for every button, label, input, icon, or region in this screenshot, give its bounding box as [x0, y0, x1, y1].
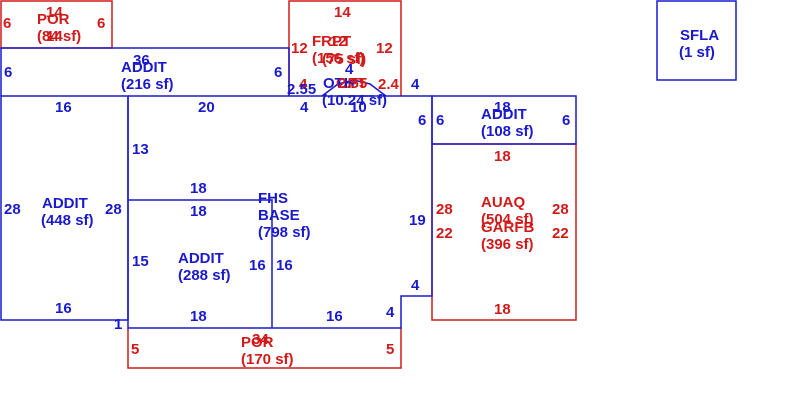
dim-por-bottom-right: 5 [386, 341, 394, 358]
fhs-base-label: FHS [258, 190, 288, 207]
dim-frpt-top: 14 [334, 4, 351, 21]
dim-por-bottom-left: 5 [131, 341, 139, 358]
dim-opt-a: 4 [299, 76, 308, 93]
addit-left-label: ADDIT [42, 195, 88, 212]
dim-frpt-inner: 12 [330, 33, 347, 50]
dim-auaq-left: 28 [436, 201, 453, 218]
dim-por-top-width: 14 [46, 4, 63, 21]
dim-auaq-bottom: 18 [494, 301, 511, 318]
addit-mid-label: ADDIT [178, 250, 224, 267]
auaq-area: (504 sf) [481, 211, 534, 228]
por-bottom-label: POR [241, 334, 274, 351]
dim-right-inner: 6 [436, 112, 444, 129]
addit-left-area: (448 sf) [41, 212, 94, 229]
dim-left-bottom: 16 [55, 300, 72, 317]
addit-right-outline [431, 95, 577, 145]
opt-label: OPT [336, 75, 367, 92]
addit-top-label: ADDIT [121, 59, 167, 76]
dim-frpt-right: 12 [376, 40, 393, 57]
dim-por-top-right: 6 [97, 15, 105, 32]
dim-frpt-left: 12 [291, 40, 308, 57]
fhs-base-label2: BASE [258, 207, 300, 224]
addit-top-area: (216 sf) [121, 76, 174, 93]
dim-base-4: 4 [411, 277, 420, 294]
dim-base-18b: 18 [190, 203, 207, 220]
dim-base-19: 19 [409, 212, 426, 229]
sfla-area: (1 sf) [679, 44, 715, 61]
dim-addit-top-right: 6 [274, 64, 282, 81]
dim-base-13: 13 [132, 141, 149, 158]
dim-right-left: 6 [418, 112, 426, 129]
dim-por-top-inner: 14 [46, 28, 63, 45]
dim-opt-b: 4 [345, 61, 354, 78]
dim-base-18a: 18 [190, 180, 207, 197]
oth-label: OTH [323, 75, 355, 92]
garfb-label: GARFB [481, 219, 534, 236]
fhs-base-area: (798 sf) [258, 224, 311, 241]
sfla-outline [656, 0, 737, 81]
dim-left-side: 28 [4, 201, 21, 218]
addit-top-outline [0, 47, 290, 96]
addit-right-label: ADDIT [481, 106, 527, 123]
dim-mid-16a: 16 [249, 257, 266, 274]
por-bottom-outline [127, 328, 402, 369]
dim-left-inner: 28 [105, 201, 122, 218]
dim-addit-top-width: 36 [133, 52, 150, 69]
dim-base-top: 20 [198, 99, 215, 116]
dim-base-1: 1 [114, 316, 122, 333]
dim-oth-c: 10 [350, 99, 367, 116]
dim-oth-d: 4 [300, 99, 309, 116]
por-bottom-area: (170 sf) [241, 351, 294, 368]
dim-garfb-right: 22 [552, 225, 569, 242]
dim-garfb-left: 22 [436, 225, 453, 242]
sfla-label: SFLA [680, 27, 719, 44]
dim-oth-a: 2.55 [287, 81, 316, 98]
dim-left-top: 16 [55, 99, 72, 116]
por-top-area: (84 sf) [37, 28, 81, 45]
dim-addit-top-left: 6 [4, 64, 12, 81]
dim-right-bottom: 18 [494, 148, 511, 165]
dim-opt-c: 4 [411, 76, 420, 93]
dim-base-16: 16 [326, 308, 343, 325]
dim-auaq-right: 28 [552, 201, 569, 218]
por-top-label: POR [37, 11, 70, 28]
addit-mid-area: (288 sf) [178, 267, 231, 284]
dim-right-top: 18 [494, 99, 511, 116]
frpt-label: FRPT [312, 33, 351, 50]
dim-base-4b: 4 [386, 304, 395, 321]
garfb-area: (396 sf) [481, 236, 534, 253]
dim-por-top-left: 6 [3, 15, 11, 32]
opt-area: (75 sf) [322, 51, 366, 68]
dim-mid-18: 18 [190, 308, 207, 325]
dim-right-right: 6 [562, 112, 570, 129]
dim-mid-16b: 16 [276, 257, 293, 274]
oth-area: (10.24 sf) [322, 92, 387, 109]
addit-right-area: (108 sf) [481, 123, 534, 140]
opt-arc [321, 79, 387, 97]
dim-opt-d: 2.4 [378, 76, 400, 93]
dim-por-bottom-width: 34 [252, 331, 269, 348]
dim-oth-b: 2.55 [338, 75, 367, 92]
addit-mid-outline [128, 199, 273, 328]
frpt-area: (156 sf) [312, 50, 365, 67]
dim-mid-15: 15 [132, 253, 149, 270]
auaq-label: AUAQ [481, 194, 525, 211]
